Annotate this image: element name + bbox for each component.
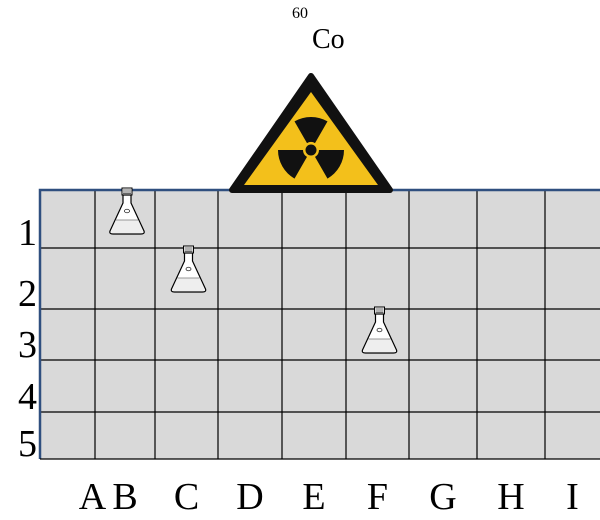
column-label: I xyxy=(566,476,579,518)
trefoil-blade xyxy=(315,150,344,179)
row-label: 1 xyxy=(18,212,37,254)
column-label: B xyxy=(112,476,138,518)
column-label: E xyxy=(302,476,326,518)
column-label: H xyxy=(497,476,525,518)
column-label: A xyxy=(78,476,107,518)
grid-background xyxy=(40,190,600,459)
trefoil-blade xyxy=(278,150,307,179)
grid-border xyxy=(38,188,600,459)
row-label: 5 xyxy=(18,423,37,465)
column-label: D xyxy=(236,476,264,518)
row-label: 4 xyxy=(18,376,37,418)
row-label: 3 xyxy=(18,324,37,366)
column-label: C xyxy=(173,476,200,518)
trefoil-center xyxy=(305,144,317,156)
row-label: 2 xyxy=(18,273,37,315)
trefoil-blade xyxy=(294,116,328,144)
column-label: F xyxy=(366,476,389,518)
grid xyxy=(38,188,600,460)
isotope-symbol: Co xyxy=(312,24,345,55)
isotope-mass-number: 60 xyxy=(292,5,308,22)
column-label: G xyxy=(429,476,457,518)
radiation-warning-icon xyxy=(229,73,393,193)
